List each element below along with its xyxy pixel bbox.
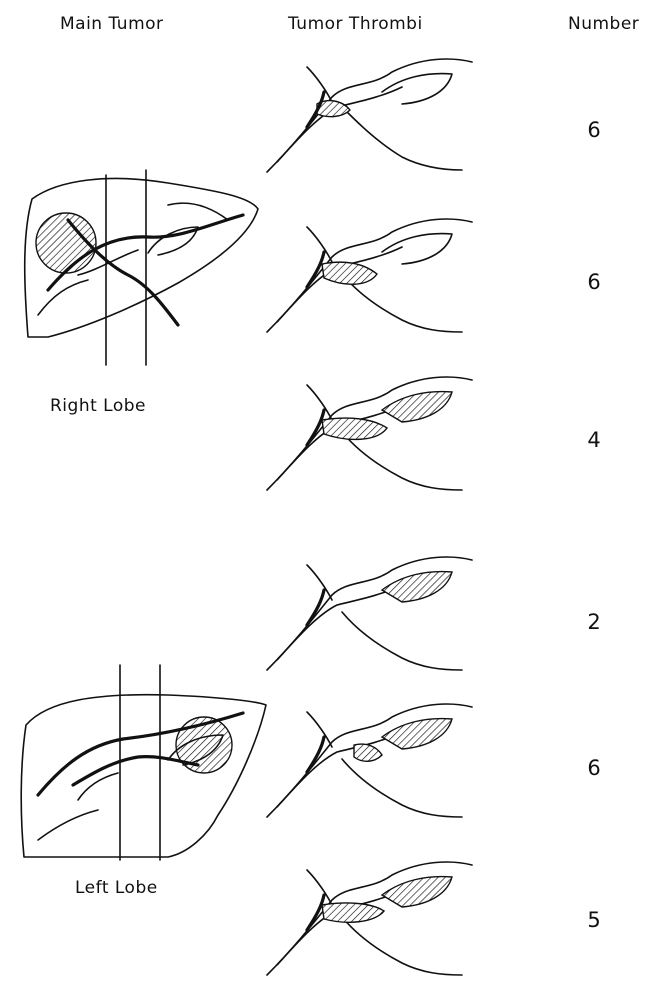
thrombus-count-3: 4 — [574, 428, 614, 452]
thrombus-diagram-3 — [262, 370, 482, 495]
thrombus-count-6: 5 — [574, 908, 614, 932]
thrombus-diagram-2 — [262, 212, 482, 337]
thrombus-diagram-1 — [262, 52, 482, 177]
header-number: Number — [568, 14, 639, 34]
thrombus-count-5: 6 — [574, 756, 614, 780]
right-lobe-liver-diagram — [18, 165, 263, 365]
header-tumor-thrombi: Tumor Thrombi — [288, 14, 423, 34]
left-lobe-liver-diagram — [18, 665, 273, 865]
header-main-tumor: Main Tumor — [60, 14, 164, 34]
left-lobe-label: Left Lobe — [75, 878, 158, 898]
right-lobe-label: Right Lobe — [50, 396, 146, 416]
thrombus-diagram-6 — [262, 855, 482, 980]
thrombus-diagram-5 — [262, 697, 482, 822]
thrombus-count-2: 6 — [574, 270, 614, 294]
thrombus-diagram-4 — [262, 550, 482, 675]
thrombus-count-4: 2 — [574, 610, 614, 634]
thrombus-count-1: 6 — [574, 118, 614, 142]
